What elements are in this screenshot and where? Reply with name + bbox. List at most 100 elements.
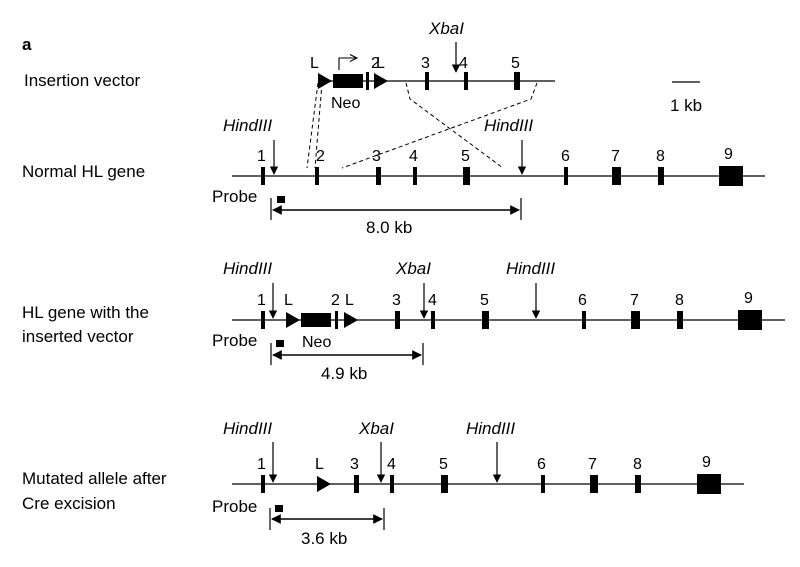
- exon: [590, 475, 598, 493]
- exon: [376, 167, 381, 185]
- exon: [315, 167, 319, 185]
- exon: [635, 475, 641, 493]
- loxp-label: L: [376, 55, 385, 72]
- row-label-line: Mutated allele after: [22, 469, 167, 488]
- exon: [631, 311, 640, 329]
- exon: [335, 311, 338, 329]
- loxp-label: L: [310, 55, 319, 72]
- exon: [413, 167, 417, 185]
- exon: [677, 311, 683, 329]
- exon-label: 2: [331, 292, 340, 309]
- exon-label: 1: [257, 456, 266, 473]
- exon-label: 8: [656, 148, 665, 165]
- exon-label: 3: [350, 456, 359, 473]
- fragment-size: 8.0 kb: [366, 218, 412, 237]
- fragment-size: 3.6 kb: [301, 529, 347, 548]
- exon-label: 7: [611, 148, 620, 165]
- neo-label: Neo: [302, 334, 331, 351]
- row-label-line: HL gene with the: [22, 303, 149, 322]
- loxp-label: L: [315, 456, 324, 473]
- exon-label: 9: [702, 454, 711, 471]
- exon: [564, 167, 568, 185]
- loxp-site: [318, 73, 332, 89]
- loxp-site: [374, 73, 388, 89]
- exon: [366, 72, 369, 90]
- normal-gene-row: Normal HL gene 1 2 3 4 5 6 7 8 9 HindIII…: [22, 116, 765, 237]
- exon-label: 5: [511, 55, 520, 72]
- loxp-site: [317, 476, 331, 492]
- exon: [390, 475, 394, 493]
- probe-label: Probe: [212, 331, 257, 350]
- scale-bar-label: 1 kb: [670, 96, 702, 115]
- row-label-line: Cre excision: [22, 494, 116, 513]
- row-label-line: inserted vector: [22, 327, 134, 346]
- exon-label: 6: [561, 148, 570, 165]
- exon-label: 2: [371, 55, 380, 72]
- exon-label: 3: [392, 292, 401, 309]
- hindiii-label: HindIII: [506, 259, 555, 278]
- exon: [261, 311, 265, 329]
- exon-label: 1: [257, 292, 266, 309]
- row-label: Normal HL gene: [22, 162, 145, 181]
- exon: [431, 311, 435, 329]
- exon: [582, 311, 586, 329]
- neo-cassette: [333, 74, 363, 88]
- xbai-label: XbaI: [395, 259, 431, 278]
- hindiii-label: HindIII: [484, 116, 533, 135]
- exon-label: 8: [633, 456, 642, 473]
- exon: [697, 474, 721, 494]
- exon-label: 2: [316, 148, 325, 165]
- promoter-arrow: [338, 58, 357, 70]
- exon-label: 3: [421, 55, 430, 72]
- exon-label: 5: [461, 148, 470, 165]
- exon-label: 5: [480, 292, 489, 309]
- exon: [612, 167, 621, 185]
- probe-marker: [277, 196, 285, 203]
- loxp-label: L: [345, 292, 354, 309]
- homology-lines: [306, 82, 538, 169]
- row-label: Mutated allele after Cre excision: [22, 469, 171, 513]
- loxp-site: [286, 312, 300, 328]
- exon-label: 4: [459, 55, 468, 72]
- insertion-vector-row: Insertion vector L Neo 2 L 3 4 5 XbaI: [24, 19, 555, 112]
- exon: [541, 475, 545, 493]
- exon: [464, 72, 468, 90]
- exon-label: 4: [428, 292, 437, 309]
- inserted-gene-row: HL gene with the inserted vector 1 L Neo…: [22, 259, 785, 383]
- panel-label: a: [22, 35, 32, 54]
- exon: [738, 310, 762, 330]
- exon: [719, 166, 743, 186]
- fragment-size: 4.9 kb: [321, 364, 367, 383]
- xbai-label: XbaI: [358, 419, 394, 438]
- exon-label: 8: [675, 292, 684, 309]
- exon: [658, 167, 664, 185]
- hindiii-label: HindIII: [223, 116, 272, 135]
- exon-label: 7: [588, 456, 597, 473]
- exon-label: 4: [387, 456, 396, 473]
- probe-marker: [276, 340, 284, 347]
- row-label: Insertion vector: [24, 71, 141, 90]
- exon: [261, 475, 265, 493]
- hindiii-label: HindIII: [223, 259, 272, 278]
- exon-label: 6: [537, 456, 546, 473]
- hindiii-label: HindIII: [223, 419, 272, 438]
- exon: [354, 475, 359, 493]
- loxp-label: L: [284, 292, 293, 309]
- mutated-allele-row: Mutated allele after Cre excision 1 L 3 …: [22, 419, 744, 548]
- exon: [514, 72, 520, 90]
- row-label-line: Insertion vector: [24, 71, 141, 90]
- neo-label: Neo: [331, 95, 360, 112]
- exon-label: 5: [439, 456, 448, 473]
- row-label: HL gene with the inserted vector: [22, 303, 154, 346]
- exon: [425, 72, 429, 90]
- probe-label: Probe: [212, 187, 257, 206]
- exon: [395, 311, 400, 329]
- exon-label: 7: [630, 292, 639, 309]
- loxp-site: [344, 312, 358, 328]
- xbai-label: XbaI: [428, 19, 464, 38]
- exon-label: 6: [578, 292, 587, 309]
- exon: [261, 167, 265, 185]
- probe-marker: [275, 505, 283, 512]
- exon: [441, 475, 448, 493]
